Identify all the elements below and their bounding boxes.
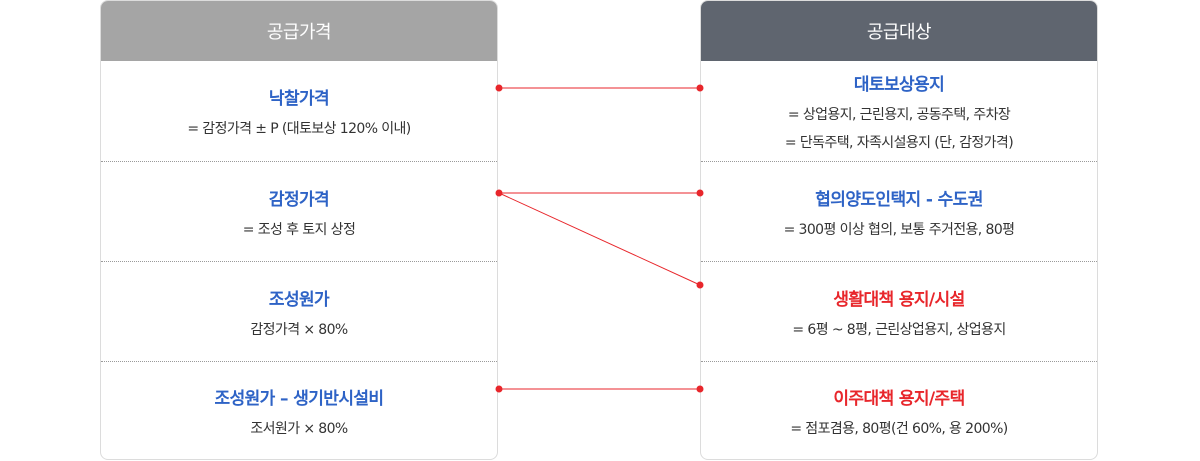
right-row-land-compensation: 대토보상용지 = 상업용지, 근린용지, 공동주택, 주차장 = 단독주택, 자… (701, 61, 1097, 162)
left-row-title: 조성원가 – 생기반시설비 (214, 389, 385, 409)
left-row-title: 감정가격 (268, 189, 330, 210)
right-row-livelihood-land: 생활대책 용지/시설 = 6평 ~ 8평, 근린상업용지, 상업용지 (701, 262, 1097, 362)
right-row-detail: = 점포겸용, 80평(건 60%, 용 200%) (790, 421, 1008, 437)
right-row-title: 생활대책 용지/시설 (833, 289, 965, 310)
left-row-development-cost-minus-infra: 조성원가 – 생기반시설비 조서원가 × 80% (101, 362, 497, 459)
supply-price-panel: 공급가격 낙찰가격 = 감정가격 ± P (대토보상 120% 이내) 감정가격… (100, 0, 498, 460)
supply-target-header: 공급대상 (701, 1, 1097, 61)
right-row-title: 대토보상용지 (853, 75, 945, 95)
right-row-title: 이주대책 용지/주택 (833, 389, 965, 409)
supply-price-header: 공급가격 (101, 1, 497, 61)
left-row-title: 조성원가 (268, 289, 330, 310)
left-row-appraised-price: 감정가격 = 조성 후 토지 상정 (101, 162, 497, 262)
right-row-detail: = 상업용지, 근린용지, 공동주택, 주차장 (787, 107, 1011, 123)
right-row-relocation-land: 이주대책 용지/주택 = 점포겸용, 80평(건 60%, 용 200%) (701, 362, 1097, 459)
right-row-title: 협의양도인택지 - 수도권 (815, 189, 983, 210)
right-row-detail: = 단독주택, 자족시설용지 (단, 감정가격) (784, 135, 1014, 151)
connector-line (498, 192, 701, 286)
supply-target-panel: 공급대상 대토보상용지 = 상업용지, 근린용지, 공동주택, 주차장 = 단독… (700, 0, 1098, 460)
left-row-formula: = 조성 후 토지 상정 (242, 221, 356, 238)
left-row-formula: = 감정가격 ± P (대토보상 120% 이내) (187, 121, 411, 137)
left-row-formula: 감정가격 × 80% (250, 321, 348, 338)
left-row-formula: 조서원가 × 80% (250, 421, 348, 437)
left-row-title: 낙찰가격 (268, 89, 330, 109)
right-row-detail: = 6평 ~ 8평, 근린상업용지, 상업용지 (792, 321, 1006, 338)
right-row-detail: = 300평 이상 협의, 보통 주거전용, 80평 (783, 221, 1015, 238)
left-row-winning-bid-price: 낙찰가격 = 감정가격 ± P (대토보상 120% 이내) (101, 61, 497, 162)
right-row-negotiated-transfer-lot: 협의양도인택지 - 수도권 = 300평 이상 협의, 보통 주거전용, 80평 (701, 162, 1097, 262)
left-row-development-cost: 조성원가 감정가격 × 80% (101, 262, 497, 362)
